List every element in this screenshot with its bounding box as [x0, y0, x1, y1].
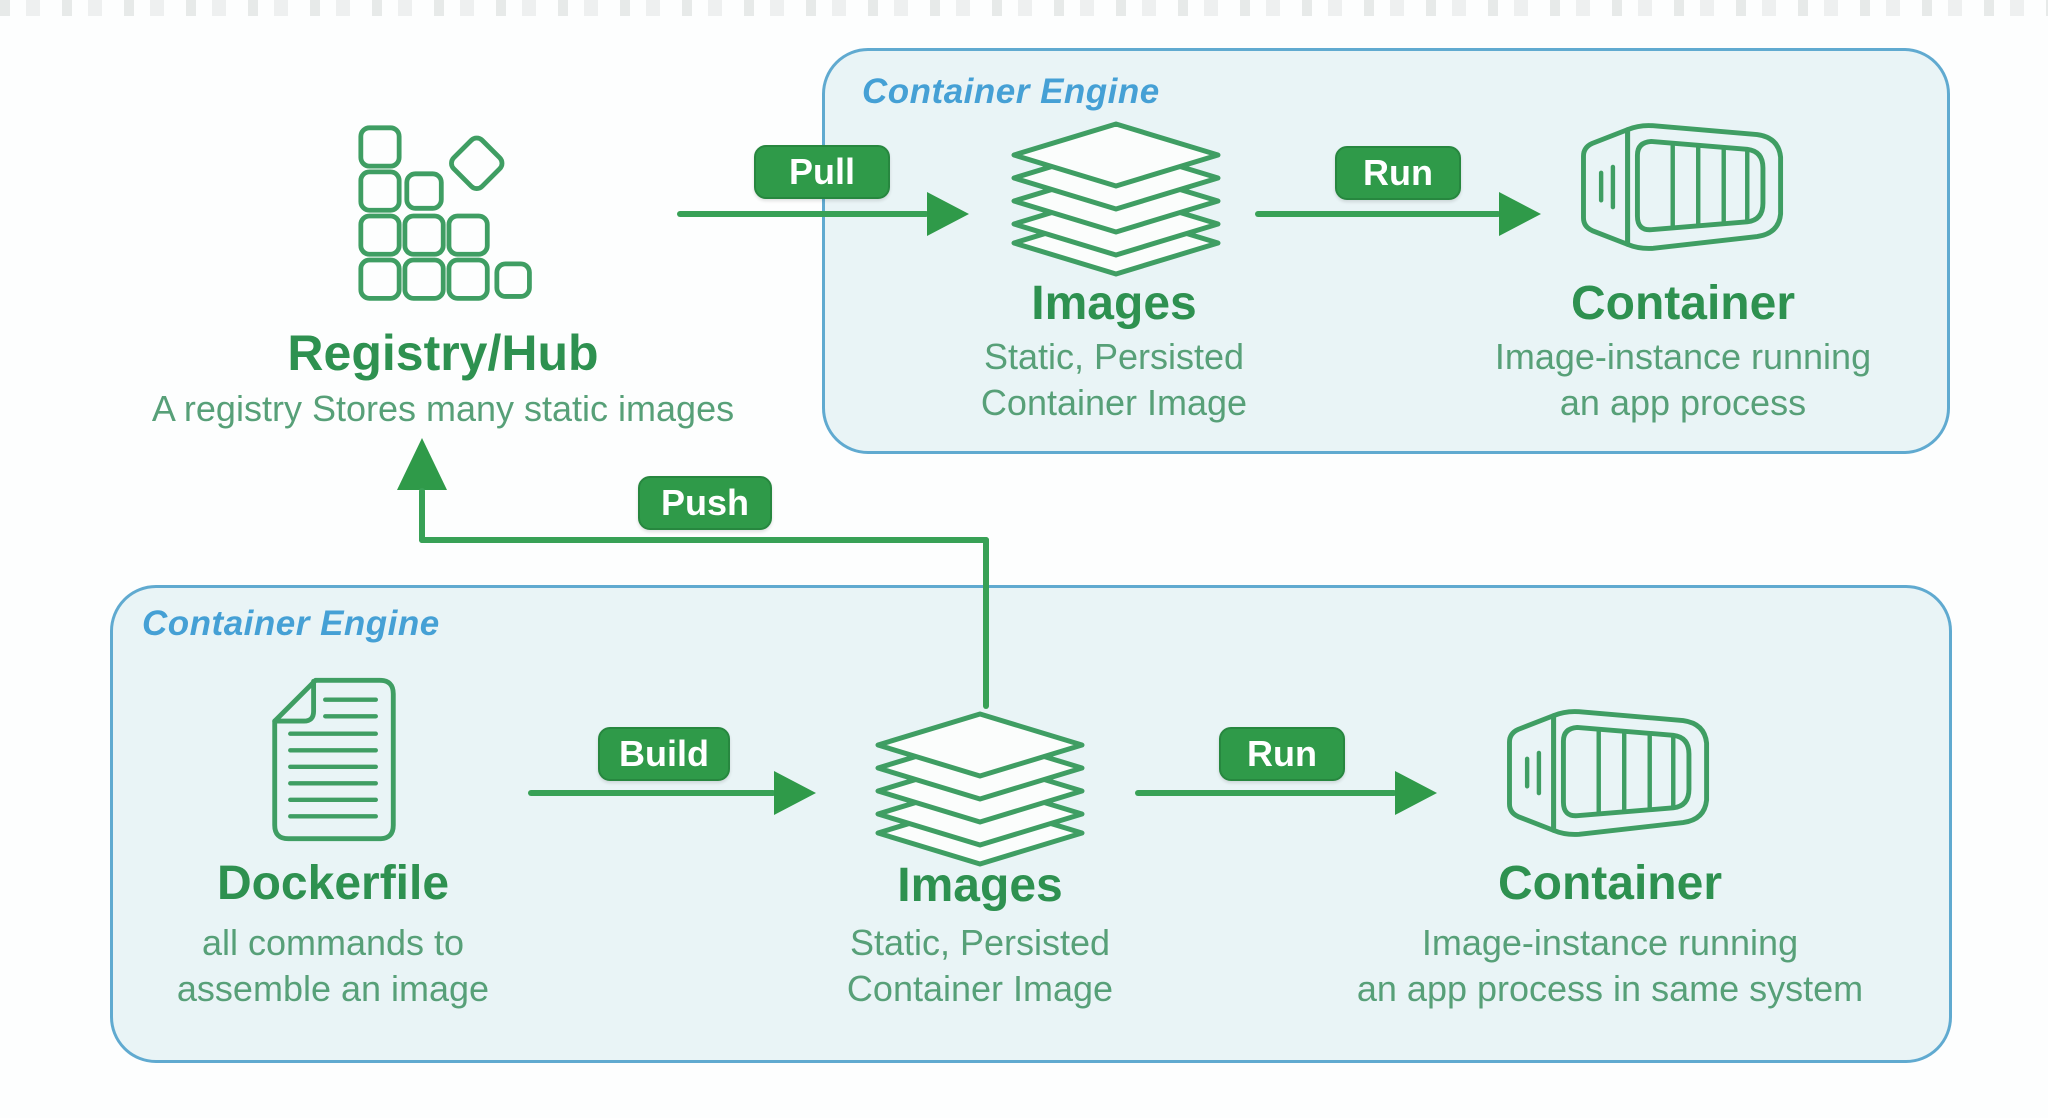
container-subtitle-bottom: Image-instance running an app process in… — [1310, 920, 1910, 1012]
images-subtitle-bottom-line2: Container Image — [846, 968, 1114, 1009]
run-arrow-head-bottom — [1395, 771, 1437, 815]
images-title-bottom: Images — [897, 859, 1063, 912]
push-arrow-hline — [419, 537, 989, 543]
build-badge: Build — [598, 727, 730, 781]
container-icon — [1494, 698, 1726, 850]
run-arrow-head-top — [1499, 192, 1541, 236]
run-badge-bottom: Run — [1219, 727, 1345, 781]
build-arrow-head — [774, 771, 816, 815]
registry-title: Registry/Hub — [287, 325, 599, 381]
images-subtitle-bottom-line1: Static, Persisted — [849, 922, 1111, 963]
build-arrow-line — [528, 790, 776, 796]
dockerfile-title: Dockerfile — [216, 857, 450, 910]
engine-label-bottom: Container Engine — [142, 604, 440, 643]
registry-grid-icon — [357, 124, 539, 306]
registry-subtitle: A registry Stores many static images — [151, 388, 735, 429]
engine-label-top: Container Engine — [862, 72, 1160, 111]
dockerfile-subtitle-line2: assemble an image — [176, 968, 490, 1009]
container-icon — [1568, 112, 1800, 264]
container-subtitle-bottom-line2: an app process in same system — [1356, 968, 1864, 1009]
dockerfile-subtitle: all commands to assemble an image — [83, 920, 583, 1012]
image-layers-icon — [870, 710, 1090, 868]
container-subtitle-top: Image-instance running an app process — [1433, 334, 1933, 426]
image-layers-icon — [1006, 120, 1226, 278]
container-subtitle-top-line2: an app process — [1559, 382, 1807, 423]
dockerfile-icon — [265, 674, 403, 845]
push-arrow-vline-right — [983, 537, 989, 709]
container-engine-box-top — [822, 48, 1950, 454]
run-badge-top: Run — [1335, 146, 1461, 200]
container-subtitle-bottom-line1: Image-instance running — [1421, 922, 1799, 963]
pull-arrow-head — [927, 192, 969, 236]
run-arrow-line-top — [1255, 211, 1501, 217]
images-subtitle-top: Static, Persisted Container Image — [864, 334, 1364, 426]
dockerfile-subtitle-line1: all commands to — [201, 922, 465, 963]
cropped-text-strip — [0, 0, 2048, 16]
push-arrow-head — [397, 438, 447, 490]
images-subtitle-bottom: Static, Persisted Container Image — [730, 920, 1230, 1012]
container-title-top: Container — [1570, 277, 1795, 330]
run-arrow-line-bottom — [1135, 790, 1397, 796]
container-subtitle-top-line1: Image-instance running — [1494, 336, 1872, 377]
images-title-top: Images — [1031, 277, 1197, 330]
pull-badge: Pull — [754, 145, 890, 199]
push-arrow-vline-left — [419, 488, 425, 543]
images-subtitle-top-line1: Static, Persisted — [983, 336, 1245, 377]
images-subtitle-top-line2: Container Image — [980, 382, 1248, 423]
push-badge: Push — [638, 476, 772, 530]
pull-arrow-line — [677, 211, 929, 217]
container-title-bottom: Container — [1497, 857, 1722, 910]
